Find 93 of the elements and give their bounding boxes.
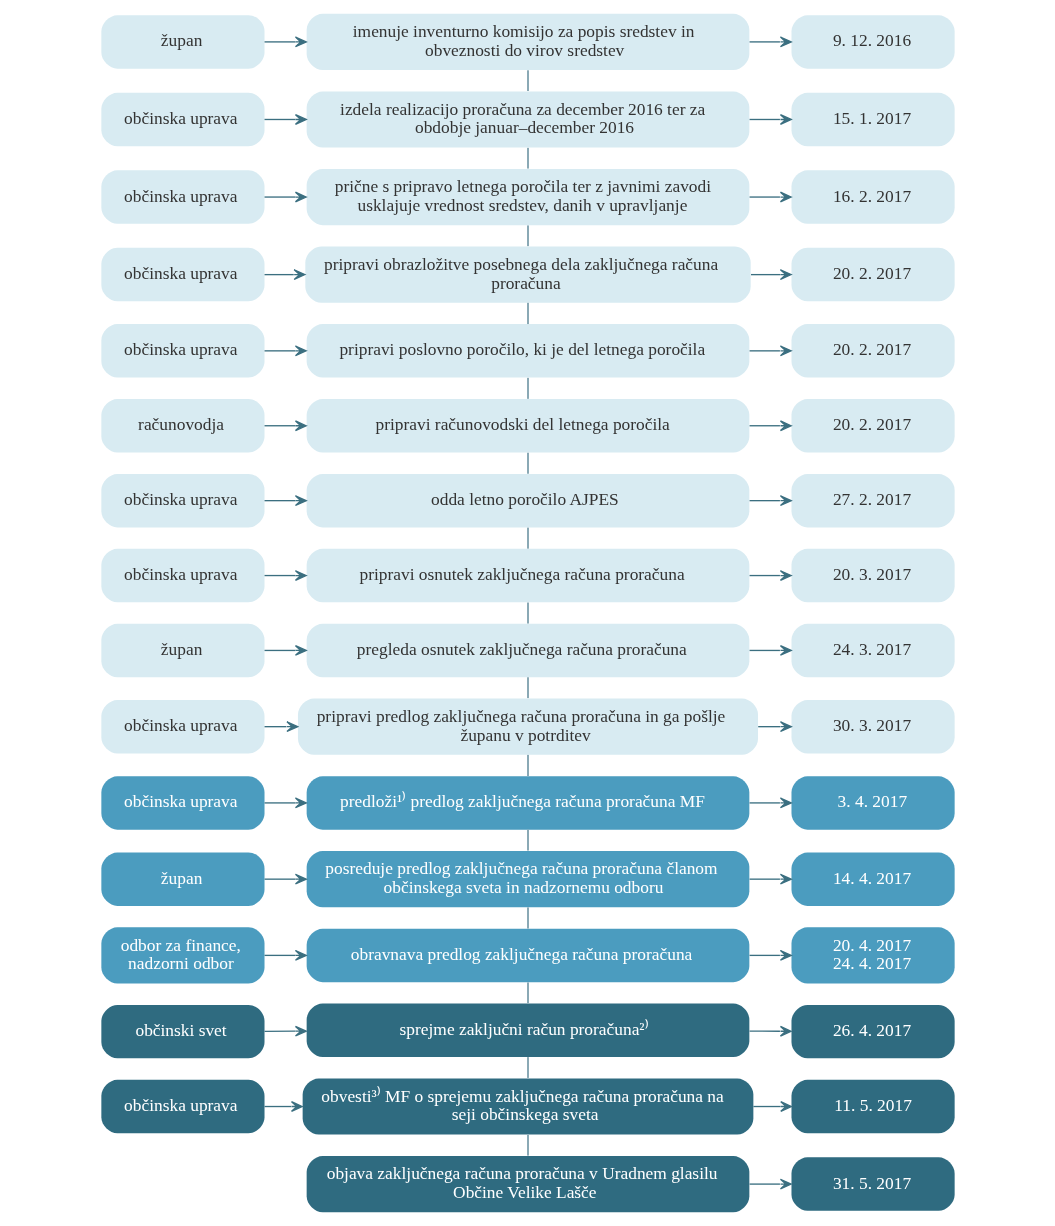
connector [526, 602, 529, 624]
node-box: predloži¹⁾ predlog zaključnega računa proračuna MF [306, 776, 749, 830]
arrow [263, 949, 307, 961]
arrow [263, 345, 307, 357]
node-box: prične s pripravo letnega poročila ter z javnimi zavodi usklajuje vrednost sredstev, danih v upravljanje [306, 168, 749, 226]
arrow [748, 1178, 792, 1190]
node-box: 30. 3. 2017 [791, 699, 955, 754]
connector [526, 907, 529, 929]
node-box: 20. 2. 2017 [791, 324, 955, 378]
arrow [263, 191, 307, 203]
connector [526, 302, 529, 325]
node-box: 20. 4. 2017 24. 4. 2017 [791, 927, 955, 984]
node-box: občinska uprava [100, 776, 264, 830]
node-box: izdela realizacijo proračuna za december 2016 ter za obdobje januar–december 2016 [306, 91, 749, 148]
arrow [263, 420, 307, 432]
arrow [748, 949, 792, 961]
node-box: obravnava predlog zaključnega računa proračuna [306, 928, 749, 983]
arrow [748, 191, 792, 203]
node-box: 20. 2. 2017 [791, 247, 955, 302]
arrow [748, 644, 792, 656]
node-box: občinski svet [100, 1004, 264, 1059]
arrow [748, 114, 792, 125]
arrow [748, 36, 792, 48]
node-box: 20. 2. 2017 [791, 399, 955, 453]
connector [526, 982, 529, 1004]
arrow [263, 570, 307, 582]
arrow [263, 1101, 303, 1112]
connector [526, 225, 529, 247]
node-box: pregleda osnutek zaključnega računa proračuna [306, 623, 749, 678]
arrow [748, 797, 792, 809]
arrow [263, 873, 307, 885]
connector [526, 1134, 529, 1156]
node-box: 15. 1. 2017 [791, 92, 955, 147]
node-box: 26. 4. 2017 [791, 1004, 955, 1059]
connector [526, 527, 529, 549]
node-box: občinska uprava [100, 247, 264, 302]
node-box: odda letno poročilo AJPES [306, 473, 749, 528]
connector [526, 829, 529, 851]
connector [526, 70, 529, 91]
node-box: župan [100, 15, 264, 69]
node-box: pripravi osnutek zaključnega računa proračuna [306, 548, 749, 603]
arrow [263, 495, 307, 507]
node-box: imenuje inventurno komisijo za popis sredstev in obveznosti do virov sredstev [306, 13, 749, 70]
node-box: sprejme zaključni račun proračuna²⁾ [306, 1003, 749, 1058]
node-box: občinska uprava [100, 473, 264, 528]
node-box: pripravi poslovno poročilo, ki je del letnega poročila [306, 324, 749, 378]
arrow [263, 644, 307, 656]
node-box: 9. 12. 2016 [791, 15, 955, 69]
node-box: 11. 5. 2017 [791, 1079, 955, 1134]
node-box: župan [100, 852, 264, 906]
node-box: obvesti³⁾ MF o sprejemu zaključnega računa proračuna na seji občinskega sveta [302, 1078, 753, 1135]
arrow [748, 873, 792, 885]
node-box: občinska uprava [100, 324, 264, 378]
connector [526, 754, 529, 777]
connector [526, 452, 529, 474]
arrow [748, 1025, 792, 1037]
node-box: 16. 2. 2017 [791, 170, 955, 224]
node-box: 27. 2. 2017 [791, 473, 955, 528]
node-box: 20. 3. 2017 [791, 548, 955, 603]
node-box: občinska uprava [100, 170, 264, 224]
arrow [263, 269, 306, 281]
node-box: občinska uprava [100, 92, 264, 147]
arrow [263, 36, 307, 48]
node-box: 31. 5. 2017 [791, 1157, 955, 1211]
connector [526, 677, 529, 699]
node-box: občinska uprava [100, 1079, 264, 1134]
node-box: odbor za finance, nadzorni odbor [100, 927, 264, 984]
connector [526, 377, 529, 399]
node-box: pripravi računovodski del letnega poročila [306, 399, 749, 453]
arrow [263, 114, 307, 125]
node-box: 3. 4. 2017 [791, 776, 955, 830]
arrow [263, 797, 307, 809]
arrow [748, 570, 792, 582]
connector [526, 1057, 529, 1078]
arrow [757, 721, 792, 733]
node-box: občinska uprava [100, 548, 264, 603]
node-box: 24. 3. 2017 [791, 623, 955, 678]
arrow [263, 721, 298, 733]
arrow [752, 1101, 792, 1112]
node-box: pripravi obrazložitve posebnega dela zaključnega računa proračuna [304, 246, 751, 303]
node-box: posreduje predlog zaključnega računa proračuna članom občinskega sveta in nadzornemu odboru [306, 851, 749, 908]
arrow [748, 345, 792, 357]
node-box: pripravi predlog zaključnega računa proračuna in ga pošlje županu v potrditev [297, 698, 758, 755]
arrow [749, 269, 792, 281]
node-box: občinska uprava [100, 699, 264, 754]
arrow [748, 420, 792, 432]
connector [526, 147, 529, 169]
arrow [748, 495, 792, 507]
node-box: 14. 4. 2017 [791, 852, 955, 906]
node-box: računovodja [100, 399, 264, 453]
node-box: župan [100, 623, 264, 678]
arrow [263, 1025, 307, 1037]
node-box: objava zaključnega računa proračuna v Uradnem glasilu Občine Velike Lašče [306, 1156, 749, 1213]
